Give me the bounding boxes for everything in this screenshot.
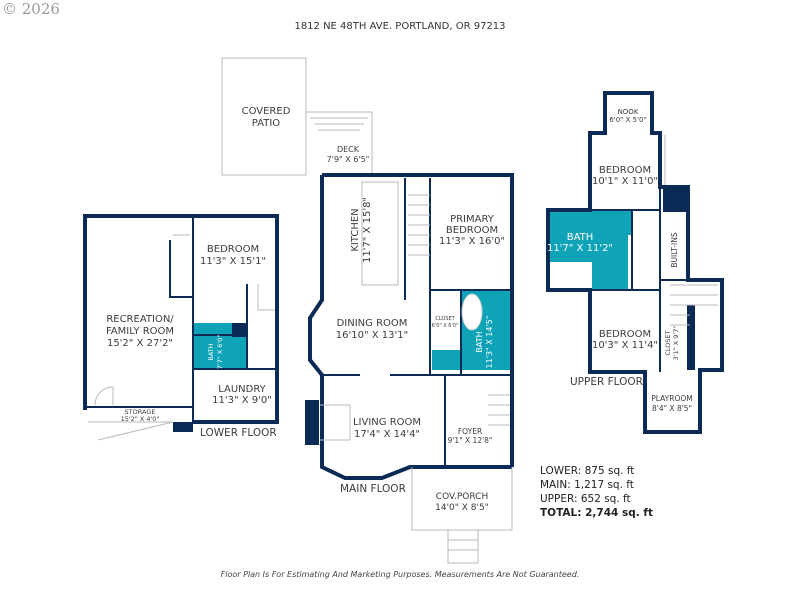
upper-floor: NOOK 6'0" X 5'0" BEDROOM 10'1" X 11'0" B… <box>546 91 724 434</box>
total-lower: LOWER: 875 sq. ft <box>540 465 635 477</box>
room-label: RECREATION/ <box>106 314 174 325</box>
room-label: DINING ROOM <box>337 318 408 329</box>
room-label: COVERED <box>242 106 291 117</box>
room-dims: 6'0" X 6'0" <box>432 323 459 329</box>
room-label: PRIMARY <box>450 214 495 225</box>
room-dims: 11'3" X 15'1" <box>200 256 266 267</box>
room-label: LIVING ROOM <box>353 417 421 428</box>
room-dims: 11'3" X 9'0" <box>212 395 272 406</box>
room-label: FAMILY ROOM <box>106 326 174 337</box>
room-label: FOYER <box>458 427 482 436</box>
room-dims: 6'0" X 5'0" <box>609 116 646 124</box>
room-label: PATIO <box>252 118 281 129</box>
total-all: TOTAL: 2,744 sq. ft <box>540 507 653 519</box>
room-dims: 7'7" X 6'0" <box>216 335 224 370</box>
covered-patio <box>221 57 307 176</box>
room-dims: 7'9" X 6'5" <box>327 155 370 164</box>
room-dims: 11'7" X 11'2" <box>547 243 613 254</box>
room-dims: 16'10" X 13'1" <box>336 330 408 341</box>
room-dims: 3'1" X 9'7" <box>672 326 680 361</box>
room-label: NOOK <box>618 108 639 116</box>
total-upper: UPPER: 652 sq. ft <box>540 493 631 505</box>
room-label: CLOSET <box>435 316 455 322</box>
property-address: 1812 NE 48TH AVE. PORTLAND, OR 97213 <box>294 21 506 32</box>
room-dims: 15'2" X 4'0" <box>121 415 160 423</box>
room-label: PLAYROOM <box>651 394 693 403</box>
room-label: BATH <box>567 232 594 243</box>
main-floor: COVERED PATIO DECK 7'9" X 6'5" KITCHEN 1… <box>221 57 514 564</box>
room-label: BUILT-INS <box>670 232 679 267</box>
area-totals: LOWER: 875 sq. ft MAIN: 1,217 sq. ft UPP… <box>540 464 653 520</box>
room-dims: 17'4" X 14'4" <box>354 429 420 440</box>
room-dims: 10'3" X 11'4" <box>592 340 658 351</box>
room-dims: 9'1" X 12'8" <box>448 436 493 445</box>
room-dims: 11'7" X 15'8" <box>362 197 373 263</box>
room-dims: 11'3" X 14'5" <box>485 316 494 369</box>
lower-floor: RECREATION/ FAMILY ROOM 15'2" X 27'2" BE… <box>83 214 279 441</box>
floor-label: MAIN FLOOR <box>340 483 406 495</box>
room-dims: 11'3" X 16'0" <box>439 236 505 247</box>
room-label: STORAGE <box>125 408 156 416</box>
room-label: BEDROOM <box>207 244 259 255</box>
room-label: COV.PORCH <box>436 492 488 502</box>
disclaimer: Floor Plan Is For Estimating And Marketi… <box>220 570 580 579</box>
floor-label: LOWER FLOOR <box>200 427 277 439</box>
copyright-watermark: © 2026 <box>2 0 60 18</box>
room-label: BEDROOM <box>599 165 651 176</box>
floor-label: UPPER FLOOR <box>570 376 643 388</box>
room-dims: 15'2" X 27'2" <box>107 338 173 349</box>
room-label: BEDROOM <box>446 225 498 236</box>
room-label: DECK <box>337 145 360 154</box>
room-label: BEDROOM <box>599 329 651 340</box>
room-dims: 10'1" X 11'0" <box>592 176 658 187</box>
room-label: BATH <box>475 331 484 352</box>
room-label: CLOSET <box>664 330 672 355</box>
room-dims: 8'4" X 8'5" <box>652 404 692 413</box>
room-label: KITCHEN <box>350 208 361 251</box>
upper-bath-fill <box>548 211 632 290</box>
room-label: BATH <box>207 343 215 360</box>
room-label: LAUNDRY <box>218 384 266 395</box>
total-main: MAIN: 1,217 sq. ft <box>540 479 634 491</box>
room-dims: 14'0" X 8'5" <box>435 503 489 513</box>
